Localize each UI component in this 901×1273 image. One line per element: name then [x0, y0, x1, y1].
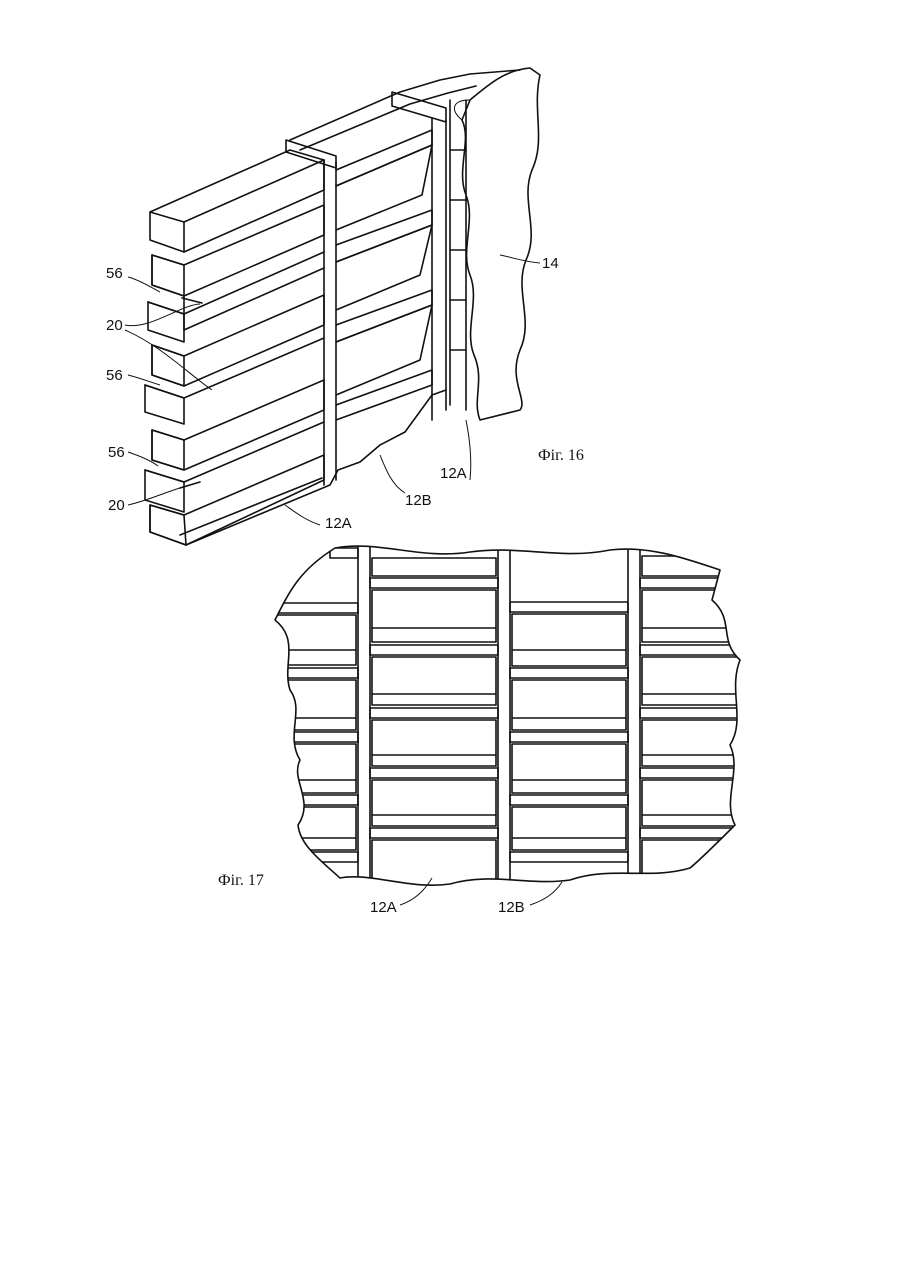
label-56-middle: 56 — [106, 367, 123, 384]
label-12a-bottom: 12A — [325, 515, 352, 532]
label-20-upper: 20 — [106, 317, 123, 334]
label-14: 14 — [542, 255, 559, 272]
label-12a-right: 12A — [440, 465, 467, 482]
louver-strips — [145, 130, 432, 545]
caption-figure-16: Фіг. 16 — [538, 447, 584, 464]
mesh-cross-section — [260, 535, 760, 895]
label-12b: 12B — [405, 492, 432, 509]
label-56-top: 56 — [106, 265, 123, 282]
figure-16-perspective-view: 14 12A 12B 12A 56 20 56 56 20 Фіг. 16 — [106, 68, 584, 545]
label-12b-fig17: 12B — [498, 899, 525, 916]
figure-17-section-view: 12A 12B Фіг. 17 — [218, 535, 760, 916]
wall-14 — [462, 68, 540, 420]
mesh-12a-right-strip — [450, 100, 466, 410]
label-12a-fig17: 12A — [370, 899, 397, 916]
label-56-bottom: 56 — [108, 444, 125, 461]
label-20-lower: 20 — [108, 497, 125, 514]
caption-figure-17: Фіг. 17 — [218, 872, 264, 889]
